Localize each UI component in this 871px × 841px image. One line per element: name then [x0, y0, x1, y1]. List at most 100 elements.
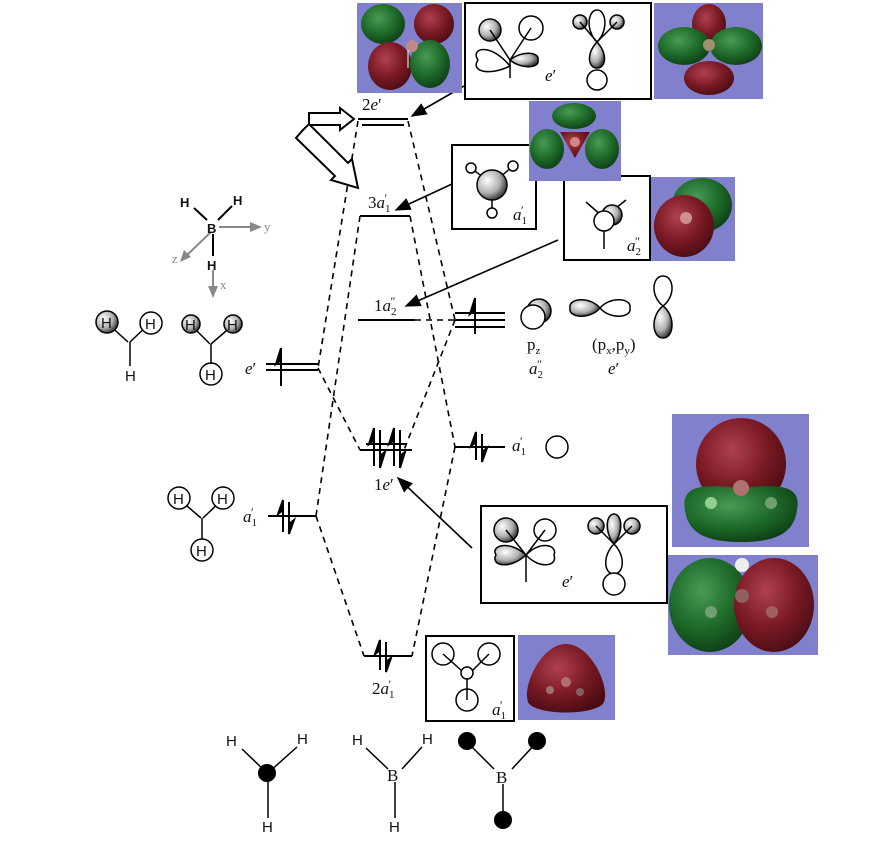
spin-up-head-icon [387, 427, 395, 447]
corr-3a1-to-ba1 [409, 215, 456, 448]
bond [193, 207, 208, 221]
axis-z-label: z [172, 251, 178, 266]
spin-up-head-icon [367, 427, 375, 447]
h-dot-icon [528, 732, 546, 750]
box-a1-top-label: a1′ [513, 203, 527, 227]
corr-bp-to-1e [403, 319, 456, 451]
spin-down-head-icon [379, 449, 387, 469]
label-2e: 2e′ [362, 95, 382, 114]
boron-py-orbital [653, 275, 673, 339]
spin-up-head-icon [274, 347, 282, 367]
b-label: B [496, 768, 507, 787]
render-1e-a [672, 414, 809, 547]
corr-2e-to-h3e [317, 120, 359, 369]
render-2e-a [357, 3, 462, 93]
h-orbital-shaded-icon [223, 314, 243, 334]
box-a1-bottom-label: a1′ [492, 698, 506, 722]
h-dot-icon [494, 811, 512, 829]
structure-bh3: H H B H [352, 731, 433, 836]
h-label: H [205, 367, 216, 384]
spin-down-head-icon [481, 445, 490, 463]
box-e-bottom: e′ [480, 505, 668, 604]
box-top-e: e′ [464, 2, 652, 100]
spin-up-head-icon [275, 499, 284, 517]
h-label: H [145, 316, 156, 333]
label-b-a1: a1′ [512, 434, 526, 458]
h-label: H [422, 731, 433, 748]
box-top-e-label: e′ [545, 66, 556, 85]
hollow-arrow-diagonal-icon [294, 122, 360, 190]
label-pz-sym: a2″ [529, 357, 543, 381]
h3-a1-salc: H H H [167, 486, 235, 562]
z-axis-arrow-icon [180, 250, 191, 262]
h-orbital-open-icon [211, 486, 235, 510]
h-label: H [226, 733, 237, 750]
spin-down-head-icon [399, 449, 407, 469]
py-lobe-shaded-icon [653, 305, 673, 339]
py-lobe-open-icon [653, 275, 673, 307]
h-label: H [101, 315, 112, 332]
label-pxpy: (px,py) [592, 335, 636, 357]
corr-h3e-to-1e [317, 367, 361, 451]
render-3a1 [529, 101, 621, 181]
structure-h3-with-dot: H H H [226, 731, 308, 836]
coordinate-axes: H H B H y z x [172, 193, 271, 298]
corr-2e-to-bp [407, 120, 456, 321]
box-a1-bottom: a1′ [425, 635, 515, 722]
h-orbital-open-icon [190, 538, 214, 562]
z-axis-line [184, 231, 212, 258]
render-a2 [651, 177, 735, 261]
h-label: H [185, 317, 196, 334]
h-orbital-open-icon [167, 486, 191, 510]
label-pz: pz [527, 335, 541, 357]
px-lobe-shaded-icon [569, 299, 601, 317]
axis-h1: H [180, 195, 189, 210]
box-a1-top: a1′ [451, 144, 537, 230]
axis-h3: H [207, 258, 216, 273]
label-h3-e: e′ [245, 359, 256, 378]
h-label: H [227, 317, 238, 334]
axis-y-label: y [264, 219, 271, 234]
corr-h3a1-to-2a1 [315, 515, 365, 657]
h3-e-salc-2: H H H [181, 314, 243, 386]
h-label: H [217, 491, 228, 508]
label-3a1: 3a1′ [368, 191, 391, 215]
boron-dot-icon [258, 764, 276, 782]
hollow-arrows [294, 105, 360, 190]
y-axis-arrow-icon [250, 222, 262, 232]
spin-down-head-icon [288, 517, 297, 535]
render-2e-b [654, 3, 763, 99]
boron-s-orbital-icon [545, 435, 569, 459]
spin-up-head-icon [372, 639, 381, 657]
box-e-bottom-label: e′ [562, 572, 573, 591]
h-orbital-shaded-icon [95, 310, 119, 334]
px-lobe-open-icon [599, 299, 631, 317]
x-axis-arrow-icon [208, 286, 218, 298]
boron-px-orbital [569, 299, 631, 317]
spin-up-head-icon [468, 297, 476, 317]
b-label: B [387, 766, 398, 785]
label-1a2: 1a2″ [374, 294, 397, 318]
label-pxpy-sym: e′ [608, 359, 619, 378]
electron-spins [274, 297, 490, 673]
h-label: H [173, 491, 184, 508]
axis-x-label: x [220, 277, 227, 292]
render-1e-b [668, 555, 818, 655]
h-label: H [196, 543, 207, 560]
box-a2-label: a2″ [627, 234, 641, 258]
h-label: H [352, 732, 363, 749]
pointer-arrows [394, 85, 559, 549]
h-label: H [389, 819, 400, 836]
label-2a1: 2a1′ [372, 677, 395, 701]
h-label: H [125, 368, 136, 385]
spin-up-head-icon [468, 431, 477, 449]
render-2a1 [518, 635, 615, 720]
boron-pz-orbital [520, 298, 552, 330]
h-label: H [262, 819, 273, 836]
corr-3a1-to-h3a1 [315, 215, 361, 517]
axis-b: B [207, 221, 216, 236]
h-orbital-open-icon [199, 362, 223, 386]
hollow-arrow-right-icon [308, 105, 356, 133]
pz-front-lobe-icon [520, 304, 546, 330]
